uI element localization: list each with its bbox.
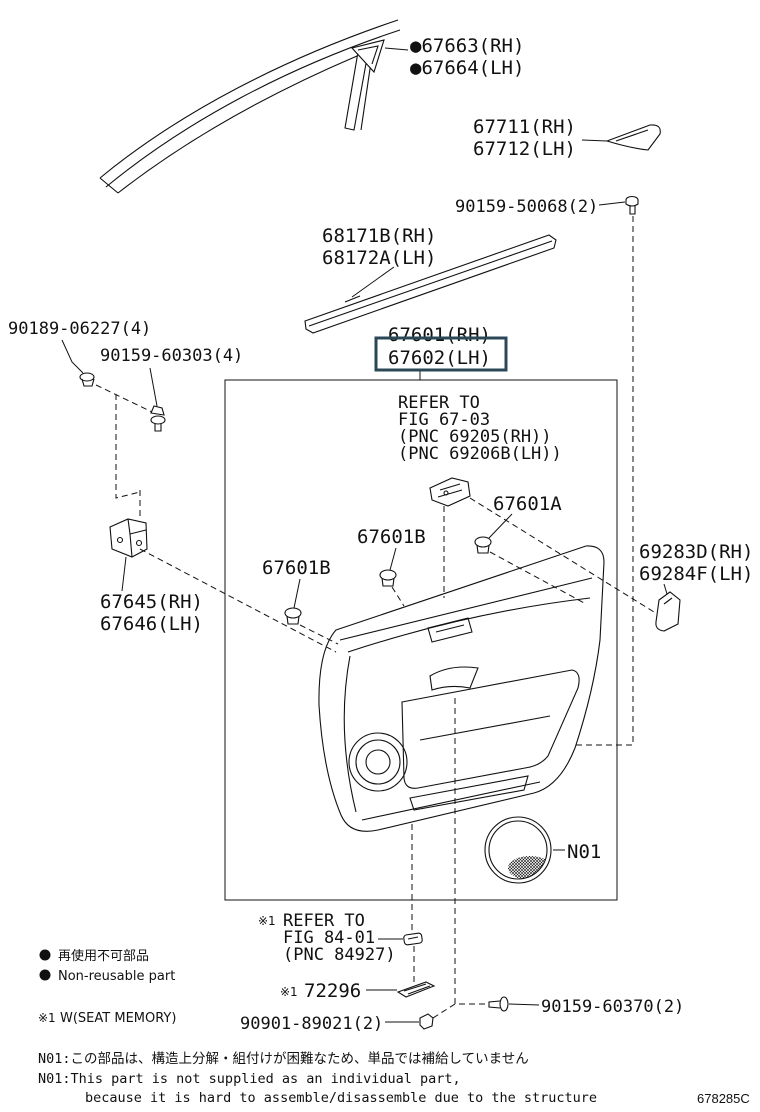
part-number-68171b-rh[interactable]: 68171B(RH) — [322, 225, 436, 247]
door-trim-assembly-frame — [224, 379, 618, 901]
part-number-69284f-lh[interactable]: 69284F(LH) — [639, 563, 753, 585]
part-number-90159-60370[interactable]: 90159-60370(2) — [541, 997, 684, 1017]
part-number-67712-lh[interactable]: 67712(LH) — [473, 138, 576, 160]
non-reusable-bullet-icon — [39, 949, 51, 961]
speaker-grille-n01-drawing — [484, 816, 552, 884]
part-number-90901-89021[interactable]: 90901-89021(2) — [240, 1014, 383, 1034]
part-number-72296[interactable]: 72296 — [304, 980, 361, 1002]
belt-moulding-drawing — [304, 234, 557, 334]
legend-note-mark: ※1 — [38, 1011, 56, 1025]
reference-line: REFER TO — [283, 911, 365, 931]
note-mark: ※1 — [280, 985, 298, 999]
reference-pnc-lh: (PNC 69206B(LH)) — [398, 444, 562, 464]
door-trim-panel-drawing — [318, 545, 605, 832]
clip-67601a-drawing — [474, 536, 492, 554]
figure-code: 678285C — [697, 1091, 750, 1106]
reference-figure: FIG 84-01 — [283, 928, 375, 948]
part-number-67711-rh[interactable]: 67711(RH) — [473, 116, 576, 138]
inner-handle-reference: REFER TO FIG 67-03 (PNC 69205(RH)) (PNC … — [398, 393, 562, 464]
part-number-67663-rh[interactable]: ●67663(RH) — [410, 35, 524, 57]
inner-handle-drawing — [429, 477, 471, 507]
callout-72296[interactable]: ※1 72296 — [280, 980, 361, 1002]
callout-67711[interactable]: 67711(RH) 67712(LH) — [473, 116, 576, 160]
part-number-67601b-upper[interactable]: 67601B — [357, 526, 426, 548]
reference-pnc: (PNC 84927) — [283, 945, 396, 965]
clip-90901-89021-drawing — [419, 1013, 434, 1030]
part-number-67646-lh[interactable]: 67646(LH) — [100, 613, 203, 635]
part-number-67601a[interactable]: 67601A — [493, 493, 562, 515]
legend-non-reusable-en: Non-reusable part — [58, 969, 175, 984]
callout-67645[interactable]: 67645(RH) 67646(LH) — [100, 591, 203, 635]
part-72296-drawing — [396, 981, 436, 998]
legend: 再使用不可部品 Non-reusable part ※1 W(SEAT MEMO… — [38, 948, 176, 1026]
non-reusable-bullet-icon — [39, 969, 51, 981]
reference-line: REFER TO — [398, 393, 480, 413]
part-number-67601b-left[interactable]: 67601B — [262, 557, 331, 579]
part-number-67645-rh[interactable]: 67645(RH) — [100, 591, 203, 613]
legend-non-reusable-ja: 再使用不可部品 — [58, 948, 149, 964]
part-number-90189-06227[interactable]: 90189-06227(4) — [8, 319, 151, 339]
part-number-90159-60303[interactable]: 90159-60303(4) — [100, 346, 243, 366]
part-number-67664-lh[interactable]: ●67664(LH) — [410, 57, 524, 79]
clip-67601b-left-drawing — [284, 607, 302, 625]
footnote-en-line1: N01:This part is not supplied as an indi… — [38, 1071, 461, 1087]
callout-door-trim[interactable]: 67601(RH) 67602(LH) — [374, 324, 508, 372]
clip-90189-06227-drawing — [79, 372, 95, 387]
hinge-bracket-67645-drawing — [109, 518, 148, 558]
window-frame-moulding-drawing — [99, 19, 401, 194]
screw-90159-60303-drawing — [150, 405, 166, 432]
part-67711-mirror-cover-drawing — [605, 124, 661, 151]
callout-67663[interactable]: ●67663(RH) ●67664(LH) — [410, 35, 524, 79]
callout-68171[interactable]: 68171B(RH) 68172A(LH) — [322, 225, 436, 269]
leader-lines — [61, 47, 668, 1023]
callout-69283[interactable]: 69283D(RH) 69284F(LH) — [639, 541, 753, 585]
part-number-n01[interactable]: N01 — [567, 841, 601, 863]
legend-seat-memory: W(SEAT MEMORY) — [60, 1011, 176, 1026]
part-67663-drawing — [350, 39, 385, 74]
clip-67601b-upper-drawing — [379, 569, 397, 587]
part-number-90159-50068[interactable]: 90159-50068(2) — [455, 197, 598, 217]
reference-pnc-rh: (PNC 69205(RH)) — [398, 427, 552, 447]
reference-figure: FIG 67-03 — [398, 410, 490, 430]
footnote-ja: N01:この部品は、構造上分解・組付けが困難なため、単品では補給していません — [38, 1051, 529, 1067]
screw-90159-50068-drawing — [625, 195, 639, 215]
cover-69283-drawing — [655, 591, 681, 632]
connector-84927-drawing — [403, 932, 423, 946]
note-mark: ※1 — [258, 914, 276, 928]
part-number-67602-lh[interactable]: 67602(LH) — [388, 347, 491, 369]
selected-part-highlight — [374, 336, 508, 372]
assembly-dashed-lines — [95, 216, 655, 1019]
part-number-69283d-rh[interactable]: 69283D(RH) — [639, 541, 753, 563]
part-number-68172a-lh[interactable]: 68172A(LH) — [322, 247, 436, 269]
part-number-67601-rh[interactable]: 67601(RH) — [388, 324, 491, 346]
switch-reference: ※1 REFER TO FIG 84-01 (PNC 84927) — [258, 911, 396, 965]
footnote-en-line2: because it is hard to assemble/disassemb… — [85, 1090, 597, 1106]
screw-90159-60370-drawing — [488, 996, 509, 1012]
footnotes: N01:この部品は、構造上分解・組付けが困難なため、単品では補給していません N… — [38, 1051, 597, 1106]
